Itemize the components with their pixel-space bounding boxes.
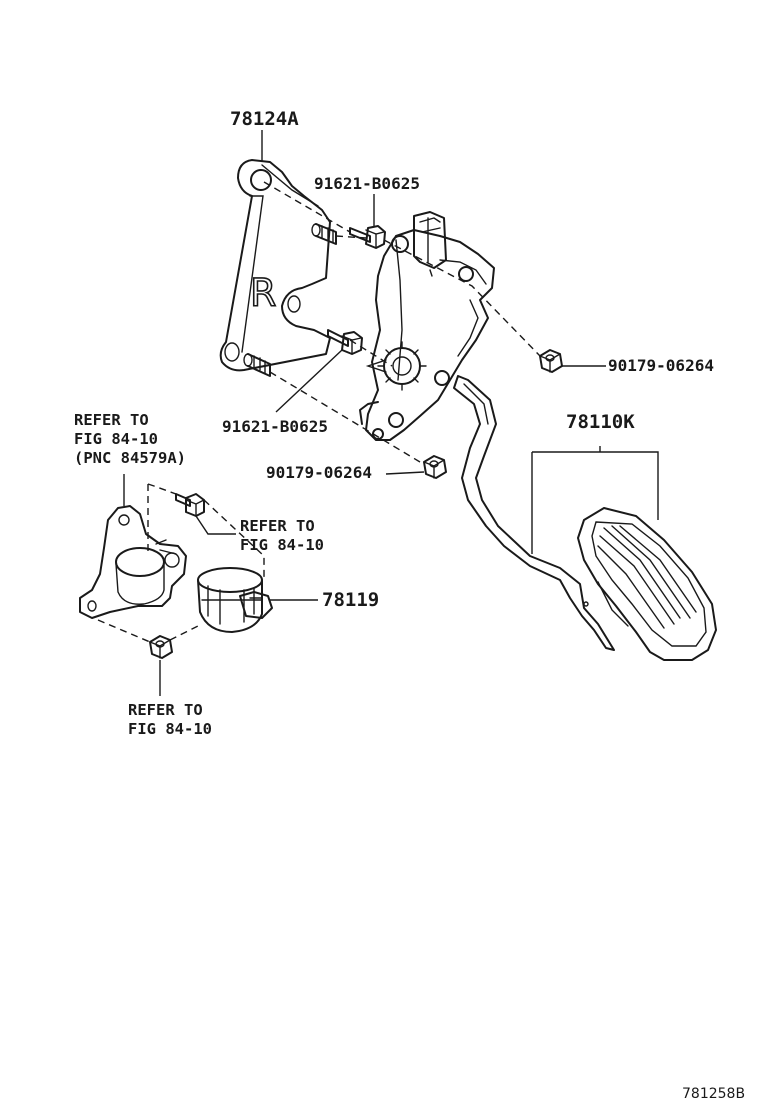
figure-code: 781258B — [682, 1086, 746, 1102]
bolt-lower[interactable] — [327, 329, 363, 355]
label-bolt-upper[interactable]: 91621-B0625 — [314, 174, 420, 193]
bolt-upper[interactable] — [349, 225, 386, 249]
note-refer-bolt-line2: FIG 84-10 — [240, 536, 324, 554]
leader-lines — [123, 130, 659, 696]
note-refer-pnc-line1: REFER TO — [74, 411, 149, 429]
label-bolt-lower[interactable]: 91621-B0625 — [222, 417, 328, 436]
bracket-bolt[interactable] — [175, 493, 205, 517]
note-refer-bolt-line1: REFER TO — [240, 517, 315, 535]
pedal-arm[interactable] — [453, 375, 615, 651]
pedal-mount-bracket[interactable] — [79, 505, 187, 619]
label-pedal-assy-78110k[interactable]: 78110K — [566, 411, 635, 433]
note-refer-bolt[interactable]: REFER TO FIG 84-10 — [240, 517, 324, 555]
note-refer-nut-line2: FIG 84-10 — [128, 720, 212, 738]
note-refer-pnc-line2: FIG 84-10 — [74, 430, 158, 448]
label-bracket-78124a[interactable]: 78124A — [230, 108, 299, 130]
note-refer-nut[interactable]: REFER TO FIG 84-10 — [128, 701, 212, 739]
label-nut-lower[interactable]: 90179-06264 — [266, 463, 372, 482]
assembly-guide-lines — [97, 181, 541, 643]
bracket-r-mark: R — [250, 271, 276, 315]
mounting-bracket[interactable]: R — [219, 159, 331, 372]
bracket-stud-upper — [311, 223, 337, 245]
note-refer-nut-line1: REFER TO — [128, 701, 203, 719]
sensor-rotor — [365, 341, 427, 391]
pedal-stopper[interactable] — [197, 567, 273, 633]
label-nut-right[interactable]: 90179-06264 — [608, 356, 714, 375]
nut-right[interactable] — [539, 349, 563, 373]
label-stopper-78119[interactable]: 78119 — [322, 589, 380, 611]
nut-lower[interactable] — [423, 455, 447, 479]
sensor-connector — [413, 211, 447, 277]
bracket-nut[interactable] — [149, 635, 173, 659]
note-refer-pnc[interactable]: REFER TO FIG 84-10 (PNC 84579A) — [74, 411, 186, 468]
bracket-stud-lower — [243, 353, 271, 377]
pedal-pad[interactable] — [577, 507, 717, 661]
note-refer-pnc-line3: (PNC 84579A) — [74, 449, 186, 467]
pedal-housing[interactable] — [359, 229, 495, 441]
